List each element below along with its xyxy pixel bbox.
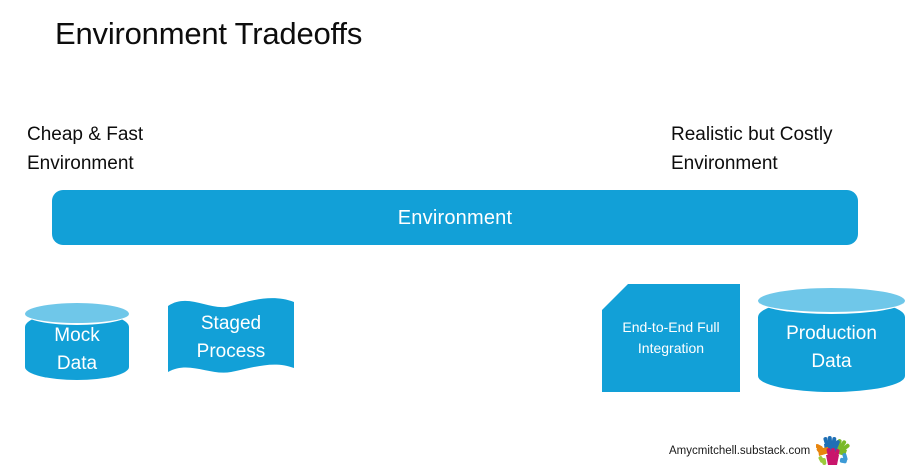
wave-shape-icon [168, 298, 294, 373]
shape-label-staged-process: Staged Process [196, 313, 266, 362]
cylinder-top-ellipse [758, 288, 905, 314]
right-endpoint-label: Realistic but Costly Environment [671, 124, 833, 174]
shape-staged-process: Staged Process [168, 298, 294, 378]
footer-attribution: Amycmitchell.substack.com [669, 434, 851, 468]
shape-label-mock-data: Mock Data [54, 324, 100, 374]
environment-bar-label: Environment [397, 206, 513, 229]
environment-spectrum-bar: Environment [52, 190, 858, 245]
shape-production-data: Production Data [758, 288, 905, 392]
cylinder-body [758, 299, 905, 392]
left-endpoint-label: Cheap & Fast Environment [27, 124, 144, 174]
shape-label-end-to-end-integration: End-to-End Full Integration [622, 319, 720, 356]
shape-label-production-data: Production Data [786, 323, 877, 372]
cylinder-label-wrap: Production Data [758, 304, 905, 392]
shape-end-to-end-integration: End-to-End Full Integration [602, 284, 740, 392]
footer-site-url: Amycmitchell.substack.com [669, 445, 811, 457]
shape-mock-data: Mock Data [25, 303, 129, 380]
cylinder-label-wrap: Mock Data [25, 319, 129, 380]
colorful-hands-logo-icon [816, 434, 851, 468]
page-title: Environment Tradeoffs [55, 16, 363, 51]
cylinder-top-ellipse [25, 303, 129, 325]
